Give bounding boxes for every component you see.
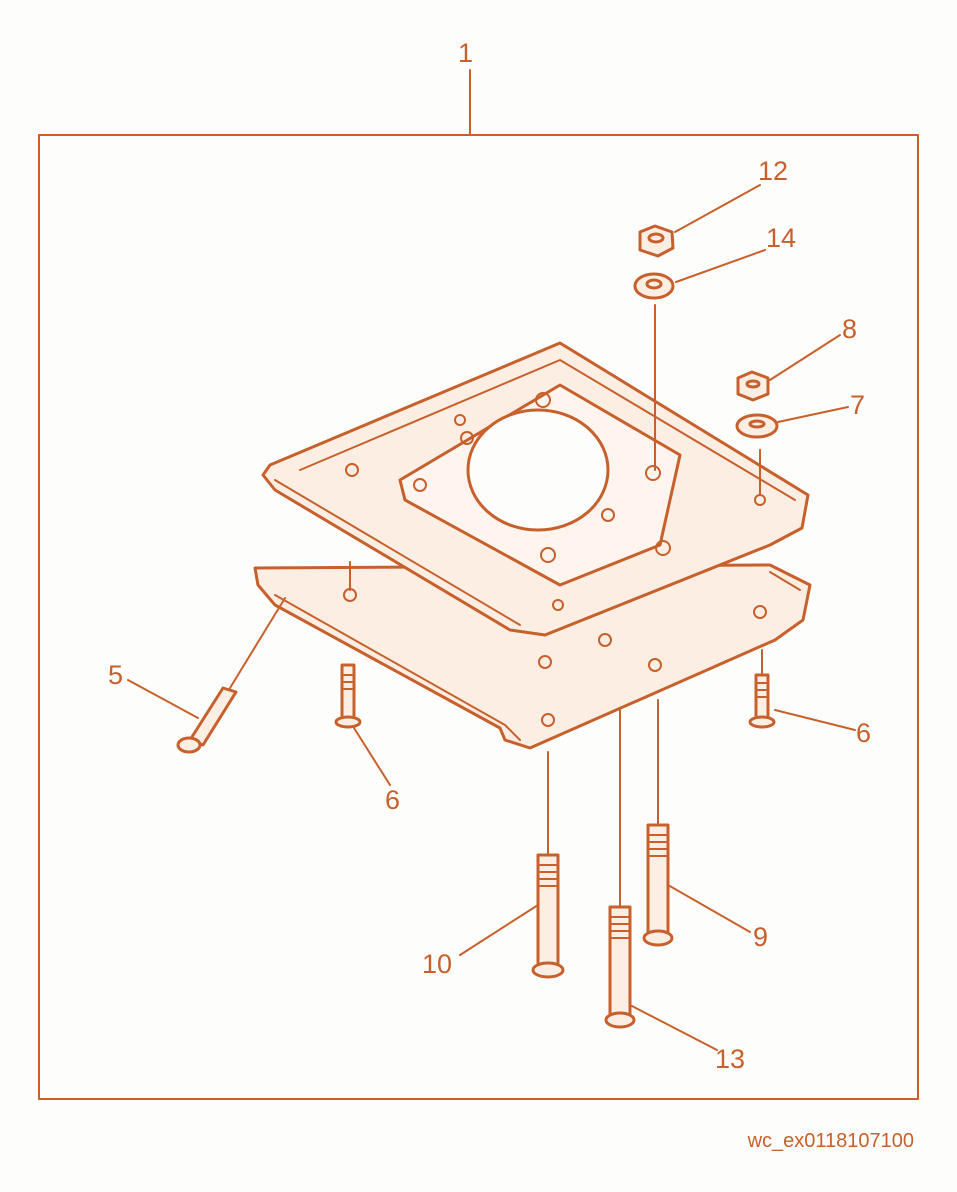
bolt-5 [176, 686, 238, 754]
callout-12: 12 [758, 156, 789, 186]
callout-5: 5 [108, 660, 124, 690]
kit-border [38, 134, 919, 1100]
thread-marks [343, 674, 767, 939]
callout-13: 13 [715, 1044, 746, 1074]
drawing-code: wc_ex0118107100 [747, 1130, 914, 1152]
callout-7: 7 [850, 390, 866, 420]
hex-nut-12 [638, 224, 675, 258]
bolt-13 [604, 905, 636, 1029]
callout-6-right: 6 [856, 718, 872, 748]
callout-leaders [127, 184, 856, 1051]
callout-6-left: 6 [385, 785, 401, 815]
callout-8: 8 [842, 314, 858, 344]
centre-hole [466, 408, 610, 532]
callout-14: 14 [766, 223, 797, 253]
assembly-axis-lines [229, 304, 763, 906]
flat-washer-7 [735, 413, 779, 439]
bolt-10 [531, 853, 565, 979]
lower-plate [253, 563, 812, 750]
callout-10: 10 [422, 949, 453, 979]
lock-washer-14 [633, 272, 675, 300]
hex-nut-8 [736, 370, 770, 402]
bolt-6-left [334, 663, 362, 729]
bolt-9 [642, 823, 674, 947]
callout-1: 1 [458, 38, 474, 68]
callout-9: 9 [753, 922, 769, 952]
